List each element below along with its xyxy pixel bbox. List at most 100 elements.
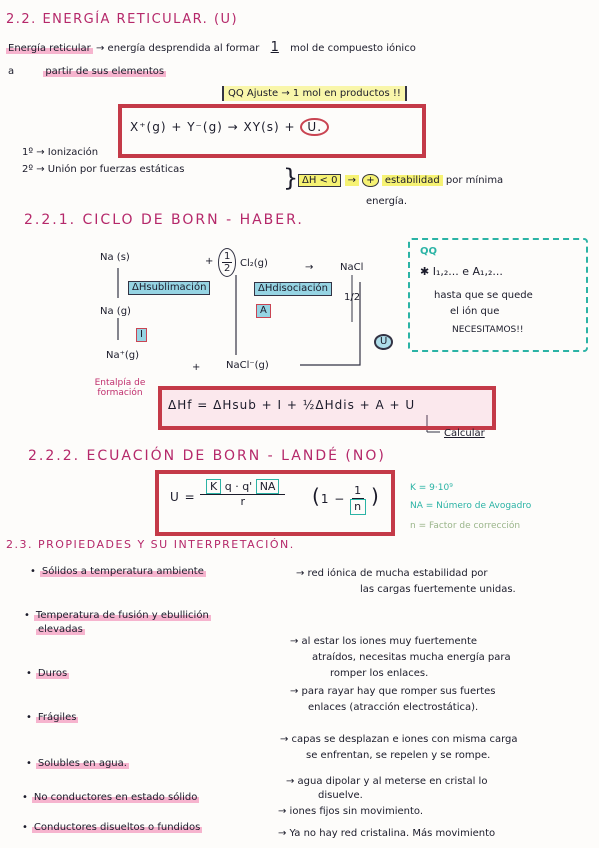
prop-3-label: Duros — [26, 668, 70, 680]
section-title-2-2: 2.2. ENERGÍA RETICULAR. (U) — [6, 12, 239, 27]
plus-2: + — [192, 362, 201, 373]
prop-5-label: Solubles en agua. — [26, 758, 129, 770]
prop-2-desc-2: atraídos, necesitas mucha energía para — [312, 652, 511, 663]
prop-7-desc-1: → Ya no hay red cristalina. Más movimien… — [278, 828, 496, 839]
na-solid: Na (s) — [100, 252, 130, 263]
step-2: 2º → Unión por fuerzas estáticas — [22, 164, 185, 175]
prop-2-label-2: elevadas — [36, 624, 85, 636]
k-const: K — [206, 479, 222, 494]
u-circle-cycle: U — [374, 334, 394, 350]
nacl: NaCl — [340, 262, 364, 273]
arrow-to-nacl: → — [305, 262, 314, 273]
section-title-2-3: 2.3. PROPIEDADES Y SU INTERPRETACIÓN. — [6, 538, 295, 551]
prop-label-2: elevadas — [36, 624, 85, 635]
na-ion: Na⁺(g) — [106, 350, 140, 361]
cl-ion: NaCl⁻(g) — [226, 360, 269, 371]
definition-line-2: a partir de sus elementos — [8, 66, 167, 78]
plus-1: + — [205, 256, 214, 267]
born-lande-box — [155, 470, 395, 536]
dh-sublimacion: ΔHsublimación — [128, 281, 211, 295]
note-line-3: el ión que — [450, 306, 500, 317]
prop-2-desc-3: romper los enlaces. — [330, 668, 429, 679]
prop-label: Sólidos a temperatura ambiente — [39, 566, 206, 577]
section-title-2-2-1: 2.2.1. CICLO DE BORN - HABER. — [24, 212, 304, 228]
prop-1-desc-2: las cargas fuertemente unidas. — [360, 584, 516, 595]
prop-label: Duros — [35, 668, 70, 679]
estabilidad: estabilidad — [381, 175, 443, 186]
i-box: I — [136, 328, 147, 342]
reaction-equation: X⁺(g) + Y⁻(g) → XY(s) + U. — [130, 118, 330, 136]
prop-2-label: Temperatura de fusión y ebullición — [24, 610, 211, 622]
dh-line: ΔH < 0 → + estabilidad por mínima — [298, 174, 504, 187]
prop-4-desc-1: → capas se desplazan e iones con misma c… — [280, 734, 518, 745]
const-k: K = 9·10⁹ — [410, 483, 453, 493]
section-title-2-2-2: 2.2.2. ECUACIÓN DE BORN - LANDÉ (NO) — [28, 448, 386, 464]
q-product: q · q' — [224, 480, 253, 493]
prop-1-label: Sólidos a temperatura ambiente — [30, 566, 206, 578]
half-num: 1 — [222, 251, 233, 263]
prop-3-desc-1: → para rayar hay que romper sus fuertes — [290, 686, 496, 697]
prop-4-label: Frágiles — [26, 712, 79, 724]
prop-7-label: Conductores disueltos o fundidos — [22, 822, 203, 834]
adjust-note-text: QQ Ajuste → 1 mol en productos !! — [222, 86, 407, 101]
definition-line-1: Energía reticular → energía desprendida … — [6, 40, 416, 55]
reaction-text: X⁺(g) + Y⁻(g) → XY(s) + — [130, 120, 296, 134]
cl2-gas: Cl₂(g) — [240, 258, 268, 269]
prop-5-desc-1: → agua dipolar y al meterse en cristal l… — [286, 776, 488, 787]
estabilidad-rest: por mínima — [445, 175, 504, 186]
prop-5-desc-2: disuelve. — [318, 790, 363, 801]
definition-text-2: mol de compuesto iónico — [290, 43, 416, 54]
dh-less-zero: ΔH < 0 — [298, 174, 342, 187]
half-den: 2 — [224, 263, 231, 274]
adjust-note: QQ Ajuste → 1 mol en productos !! — [222, 86, 407, 101]
prop-6-desc-1: → iones fijos sin movimiento. — [278, 806, 424, 817]
prop-2-desc-1: → al estar los iones muy fuertemente — [290, 636, 478, 647]
prop-4-desc-2: se enfrentan, se repelen y se rompe. — [306, 750, 491, 761]
prop-6-label: No conductores en estado sólido — [22, 792, 200, 804]
prop-label: Conductores disueltos o fundidos — [31, 822, 203, 833]
one: 1 — [352, 484, 365, 499]
note-line-1: ✱ I₁,₂... e A₁,₂... — [420, 265, 503, 278]
n-const: n — [350, 499, 367, 515]
prop-label: Solubles en agua. — [35, 758, 129, 769]
note-line-4: NECESITAMOS!! — [452, 325, 524, 335]
arrow: → — [95, 43, 105, 54]
definition-text: energía desprendida al formar — [107, 43, 260, 54]
calcular: Calcular — [444, 428, 485, 439]
const-na: NA = Número de Avogadro — [410, 501, 532, 511]
born-lande-fraction: K q · q' NA r — [200, 479, 286, 509]
one-mol: 1 — [270, 40, 279, 55]
na-gas: Na (g) — [100, 306, 131, 317]
na-const: NA — [255, 479, 280, 494]
u-eq: U = — [170, 490, 196, 504]
dh-disociacion: ΔHdisociación — [254, 282, 332, 296]
main-equation: ΔHf = ΔHsub + I + ½ΔHdis + A + U — [168, 398, 416, 412]
plus-circle: + — [362, 174, 379, 187]
note-line-2: hasta que se quede — [434, 290, 533, 301]
definition-text-3: a — [8, 66, 15, 77]
const-n: n = Factor de corrección — [410, 521, 521, 531]
reaction-box — [118, 104, 426, 158]
arrow: → — [344, 175, 360, 186]
prop-label: Frágiles — [35, 712, 79, 723]
u-circle: U. — [300, 118, 330, 136]
entalpia-label: Entalpía de formación — [94, 378, 146, 398]
note-qq: QQ — [420, 246, 438, 257]
definition-text-4: partir de sus elementos — [43, 66, 167, 77]
a-box: A — [256, 304, 271, 318]
prop-3-desc-2: enlaces (atracción electrostática). — [308, 702, 479, 713]
note-box — [408, 238, 588, 352]
prop-1-desc-1: → red iónica de mucha estabilidad por — [296, 568, 488, 579]
energia: energía. — [366, 196, 408, 207]
brace: } — [283, 164, 299, 192]
prop-label: Temperatura de fusión y ebullición — [33, 610, 211, 621]
term-energia-reticular: Energía reticular — [6, 43, 93, 54]
half-small: 1/2 — [344, 292, 361, 303]
r-distance: r — [240, 495, 245, 508]
main-eq-box — [158, 386, 496, 430]
step-1: 1º → Ionización — [22, 147, 99, 158]
prop-label: No conductores en estado sólido — [31, 792, 200, 803]
